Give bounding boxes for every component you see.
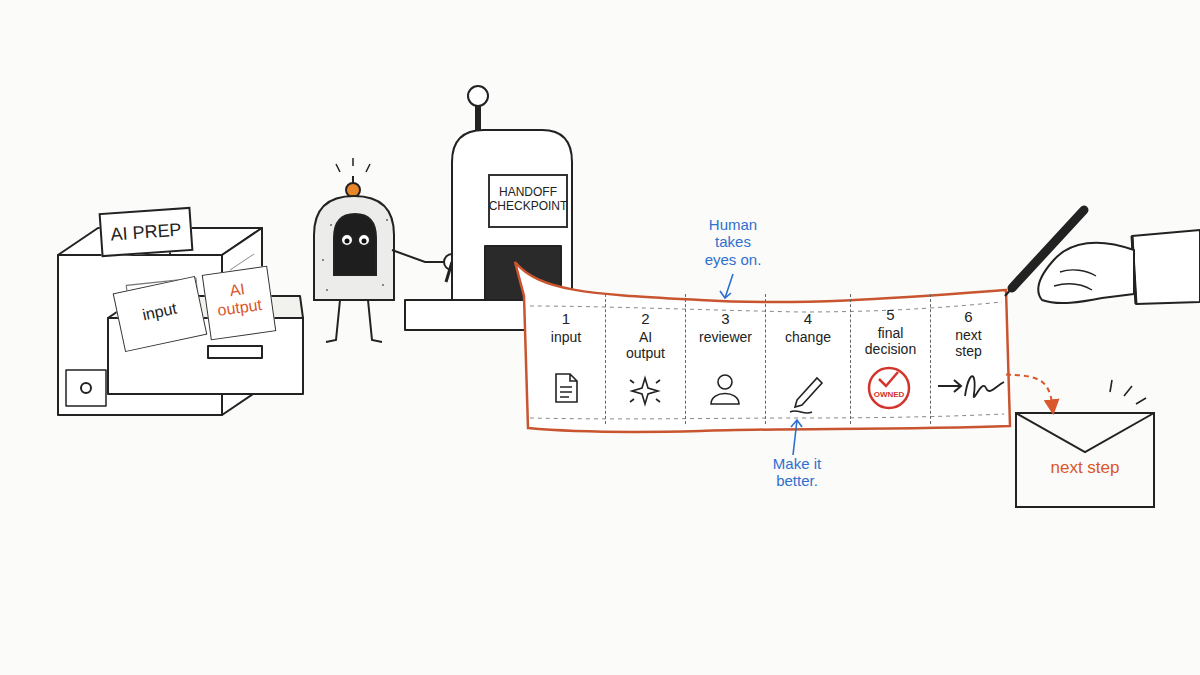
robot-eye <box>341 234 353 246</box>
sign-text: AI PREP <box>110 220 182 246</box>
hand <box>1038 243 1134 303</box>
step-number: 1 <box>562 310 570 327</box>
arrow-icon <box>938 380 961 392</box>
pencil-icon <box>795 378 822 407</box>
envelope-text: next step <box>1051 458 1120 478</box>
step-label: final decision <box>861 325 921 357</box>
pencil-stroke <box>790 411 812 413</box>
paper-sheet: input <box>113 276 208 352</box>
strip-cell: 6 next step <box>930 294 1006 424</box>
pen-tip <box>1005 288 1012 296</box>
signature <box>965 376 1004 397</box>
stamp-text: OWNED <box>874 390 905 399</box>
strip-cell: 3 reviewer <box>685 294 765 424</box>
drawer-handle <box>208 346 262 358</box>
hand-with-pen <box>1005 210 1200 304</box>
step-label: reviewer <box>699 329 752 345</box>
step-number: 4 <box>804 310 812 327</box>
paper-strip <box>515 262 1010 432</box>
stamp-circle <box>869 368 909 408</box>
step-number: 2 <box>641 310 649 327</box>
robot-body <box>314 196 394 300</box>
annotation: Human takes eyes on. <box>703 216 763 268</box>
filing-cabinet <box>58 228 303 415</box>
drawer-knob <box>81 383 91 393</box>
strip-cell: 1 input <box>527 294 605 424</box>
flap <box>1016 413 1154 452</box>
leader-arrow <box>720 274 733 298</box>
fingers <box>1054 270 1096 290</box>
owned-stamp: OWNED <box>867 366 911 410</box>
robot-legs <box>326 300 382 342</box>
stone-speckles <box>322 220 388 290</box>
machine-body <box>452 130 572 300</box>
antenna-light <box>346 183 360 197</box>
glow-ticks <box>336 158 370 172</box>
envelope: next step <box>1015 412 1155 508</box>
document-icon <box>556 374 577 402</box>
robot-pupil <box>362 239 367 244</box>
sign-box: AI PREP <box>99 207 194 257</box>
robot-pupil <box>345 239 350 244</box>
step-number: 5 <box>886 306 894 323</box>
paper-sheet: AI output <box>202 266 277 341</box>
leader-arrow <box>791 420 802 455</box>
envelope-flap <box>1016 380 1154 452</box>
strip-cell: 4 change <box>765 294 850 424</box>
step-number: 6 <box>964 308 972 325</box>
emphasis-ticks <box>1110 380 1146 404</box>
robot-face <box>334 214 376 275</box>
paper-text: AI output <box>211 278 266 321</box>
sleeve <box>1132 230 1200 304</box>
strip-cell: 5 final decisionOWNED <box>850 294 930 424</box>
stamp-outline <box>867 366 911 410</box>
step-number: 3 <box>721 310 729 327</box>
handoff-arrow <box>1006 375 1053 412</box>
strip-cell: 2 AI output <box>605 294 685 424</box>
robot-arm <box>392 250 448 262</box>
robot-eye <box>358 234 370 246</box>
paper-text: input <box>141 300 179 325</box>
person-head <box>718 375 732 389</box>
pen <box>1012 210 1084 288</box>
plunger-knob <box>468 86 488 106</box>
strip-outline <box>515 262 1010 432</box>
annotation: Make it better. <box>760 455 834 490</box>
step-label: AI output <box>623 329 669 361</box>
lower-drawer <box>66 370 106 406</box>
step-label: next step <box>949 327 989 359</box>
leader-arrows <box>720 274 802 455</box>
person-body <box>711 394 739 405</box>
step-label: input <box>551 329 581 345</box>
step-label: change <box>785 329 831 345</box>
plate-text: HANDOFF CHECKPOINT <box>489 186 568 214</box>
perforation <box>530 302 1004 419</box>
check-mark <box>879 372 898 386</box>
name-plate: HANDOFF CHECKPOINT <box>488 174 568 228</box>
cell-icons <box>556 372 1004 413</box>
sparkle-icon <box>630 378 660 404</box>
